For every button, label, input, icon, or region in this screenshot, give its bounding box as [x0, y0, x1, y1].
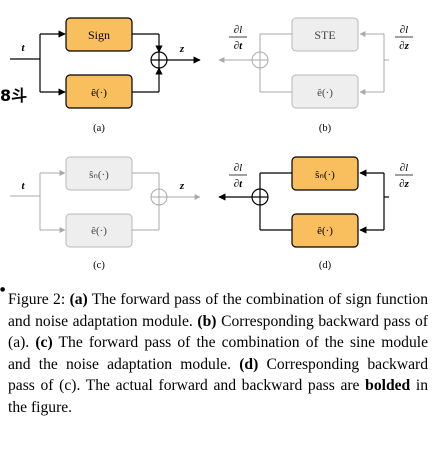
svg-text:∂l: ∂l: [400, 24, 409, 36]
sum-node: [150, 188, 168, 206]
grad-right: ∂l ∂z: [395, 162, 413, 190]
svg-text:∂l: ∂l: [234, 24, 243, 36]
noise-box-label: ê(·): [91, 225, 107, 237]
input-var: t: [21, 180, 25, 192]
noise-box-label: ê(·): [317, 225, 333, 237]
noise-box-label: ê(·): [317, 87, 333, 99]
panel-b: STE ê(·) ∂l ∂t ∂l ∂z (b): [218, 17, 413, 134]
svg-text:∂t: ∂t: [234, 178, 243, 190]
output-var: z: [179, 180, 185, 192]
input-var: t: [21, 42, 25, 54]
output-var: z: [179, 43, 185, 55]
panel-label: (b): [319, 123, 332, 134]
figure-label: Figure 2:: [8, 291, 66, 308]
sum-node: [251, 188, 269, 206]
sine-box-label: ŝₙ(·): [315, 169, 335, 181]
panel-label: (c): [93, 260, 105, 271]
svg-text:∂z: ∂z: [399, 40, 409, 52]
svg-text:∂z: ∂z: [399, 178, 409, 190]
noise-box-label: ê(·): [91, 87, 107, 99]
svg-text:∂t: ∂t: [234, 40, 243, 52]
sum-node: [251, 51, 269, 69]
figure-diagram: Sign ê(·) t z (a) STE ê(·) ∂l ∂t ∂l: [10, 17, 413, 271]
panel-label: (a): [93, 123, 105, 134]
margin-glyph: 8斗: [0, 86, 28, 105]
grad-left: ∂l ∂t: [229, 162, 247, 190]
ste-box-label: STE: [314, 28, 335, 42]
panel-a: Sign ê(·) t z (a): [10, 17, 201, 134]
panel-label: (d): [319, 260, 332, 271]
grad-left: ∂l ∂t: [229, 24, 247, 52]
sine-box-label: ŝₙ(·): [89, 169, 109, 181]
panel-c: ŝₙ(·) ê(·) t z (c): [10, 156, 201, 271]
svg-text:∂l: ∂l: [400, 162, 409, 174]
panel-d: ŝₙ(·) ê(·) ∂l ∂t ∂l ∂z (d): [218, 156, 413, 271]
sum-node: [150, 51, 168, 69]
margin-bullet: ●: [0, 286, 6, 293]
grad-right: ∂l ∂z: [395, 24, 413, 52]
sign-box-label: Sign: [88, 28, 110, 42]
figure-caption: Figure 2: (a) The forward pass of the co…: [8, 291, 429, 416]
svg-text:∂l: ∂l: [234, 162, 243, 174]
